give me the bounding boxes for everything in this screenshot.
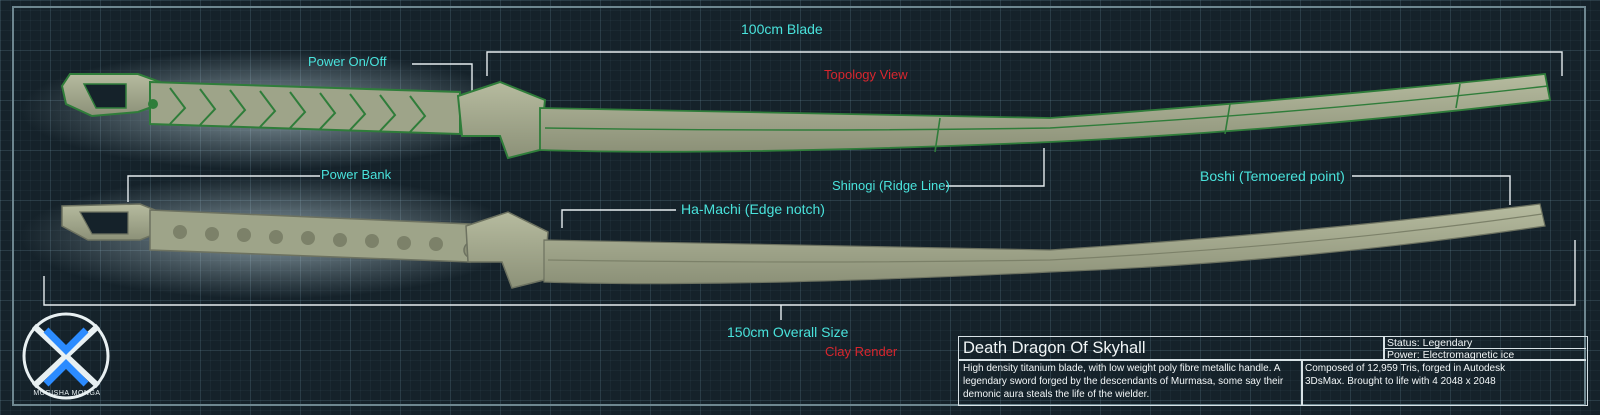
sword-topology [60,73,1552,160]
overall-size-label: 150cm Overall Size [727,324,849,340]
power-switch-label: Power On/Off [308,54,387,69]
boshi-leader [1352,175,1511,205]
model-specs: Composed of 12,959 Tris, forged in Autod… [1305,363,1506,387]
power-switch-leader [412,63,473,100]
power-bank-label: Power Bank [321,167,392,182]
blade-length-bracket [486,51,1563,76]
shinogi-label: Shinogi (Ridge Line) [832,178,950,193]
info-divider-horizontal [959,359,1586,361]
ha-machi-label: Ha-Machi (Edge notch) [681,201,825,217]
ha-machi-leader [561,209,676,228]
overall-size-bracket [43,240,1576,306]
info-panel: Death Dragon Of Skyhall Status: Legendar… [958,336,1588,406]
boshi-label: Boshi (Temoered point) [1200,168,1345,184]
info-divider-status-row [1383,348,1586,349]
status-text: Status: Legendary [1387,337,1473,349]
shinogi-leader [946,148,1045,187]
x-monogram-logo [22,312,110,400]
blade-length-label: 100cm Blade [741,21,823,37]
sword-description: High density titanium blade, with low we… [963,363,1284,400]
logo-caption: MUGISHA MONGA [33,390,101,397]
info-divider-vertical [1301,359,1303,405]
callout-lines [43,51,1576,320]
power-text: Power: Electromagnetic ice [1387,349,1515,361]
blueprint-frame [12,6,1586,406]
topology-view-label: Topology View [824,67,908,82]
clay-render-label: Clay Render [825,344,898,359]
power-bank-leader [127,175,320,202]
sword-title: Death Dragon Of Skyhall [963,339,1146,357]
sword-clay-render [61,203,1546,289]
